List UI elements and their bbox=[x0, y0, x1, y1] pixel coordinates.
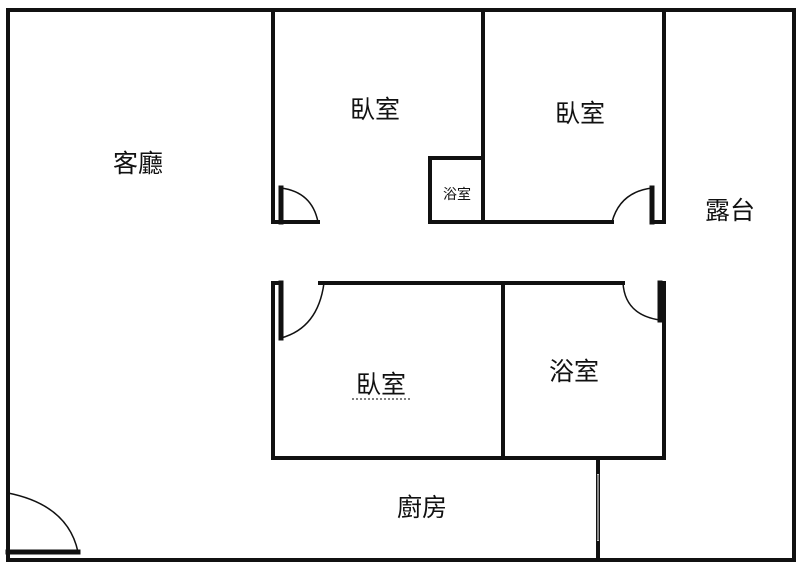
label-bathroom-bottom: 浴室 bbox=[549, 357, 599, 386]
door-bedroom-top-right bbox=[611, 187, 653, 223]
door-jamb-lower bbox=[278, 280, 663, 341]
outer-wall bbox=[6, 8, 796, 562]
label-bathroom-small: 浴室 bbox=[443, 186, 471, 203]
label-kitchen: 廚房 bbox=[397, 493, 447, 522]
door-bathroom-bottom bbox=[622, 282, 661, 321]
door-jamb bbox=[278, 185, 655, 225]
label-balcony: 露台 bbox=[705, 196, 755, 225]
label-bedroom-top-right: 臥室 bbox=[555, 99, 605, 128]
label-bedroom-bottom: 臥室 bbox=[356, 370, 406, 399]
label-bedroom-top-left: 臥室 bbox=[350, 95, 400, 124]
label-living-room: 客廳 bbox=[113, 149, 163, 178]
door-bedroom-top-left bbox=[280, 187, 319, 223]
wall-small-bath bbox=[428, 156, 485, 224]
entrance-door bbox=[7, 492, 79, 553]
door-bedroom-bottom bbox=[280, 282, 325, 339]
